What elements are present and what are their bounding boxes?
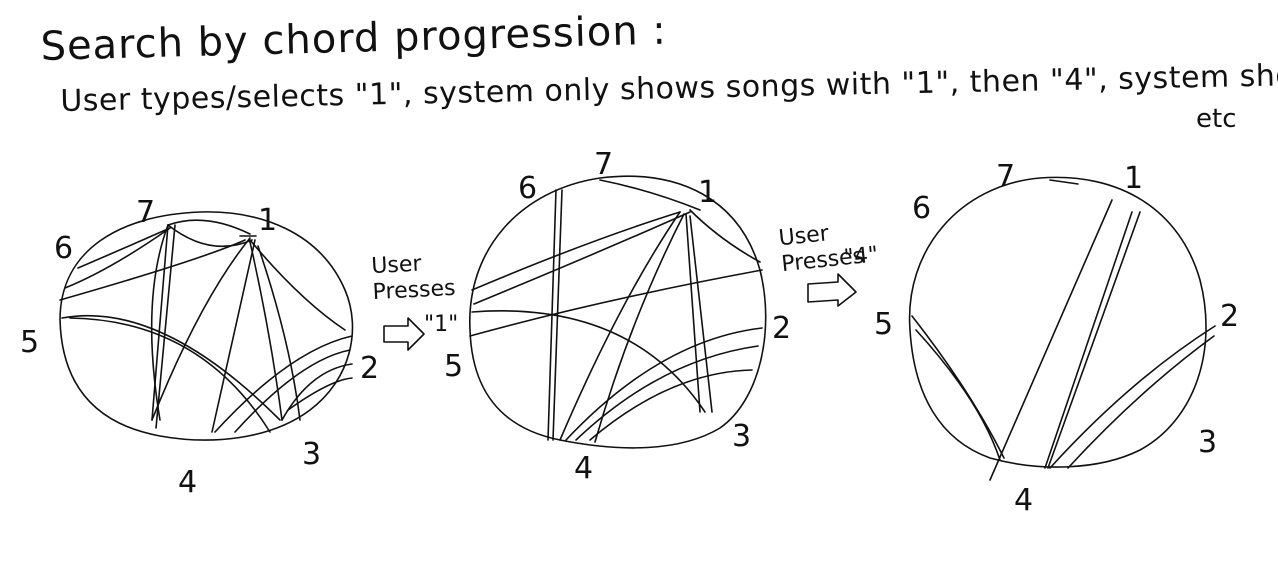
wheel-1-label-2: 2 — [360, 351, 379, 386]
wheel-2-chord — [565, 327, 763, 441]
wheel-2-chord — [689, 209, 761, 263]
wheel-2-chord — [471, 211, 681, 291]
wheel-2-chord — [471, 310, 706, 413]
wheel-2-chord — [594, 213, 685, 443]
wheel-1-label-7: 7 — [136, 195, 155, 230]
wheel-1-chord — [59, 239, 246, 301]
wheel-2-chord — [469, 269, 763, 337]
wheel-2-label-2: 2 — [772, 311, 791, 346]
description-etc: etc — [1196, 104, 1237, 134]
wheel-1-chord — [249, 239, 346, 331]
wheel-3-label-3: 3 — [1198, 425, 1217, 460]
wheel-1-chord — [167, 219, 251, 235]
wheel-1-chord — [64, 227, 171, 289]
wheel-1-chord — [287, 377, 353, 411]
wheel-2-label-1: 1 — [698, 175, 717, 210]
wheel-2-label-7: 7 — [594, 147, 613, 182]
wheel-2-chord — [559, 211, 681, 441]
wheel-1-chord — [249, 241, 283, 421]
wheel-2-label-6: 6 — [518, 171, 537, 206]
wheel-1-chord — [77, 227, 171, 269]
wheel-3-chord — [1044, 211, 1133, 469]
all-chords-wheel: 1 2 3 4 5 6 7 — [20, 195, 379, 500]
after-1-wheel: 1 2 3 4 5 6 7 — [444, 147, 791, 486]
wheel-3-chord — [989, 199, 1113, 481]
wheel-1-chord — [61, 314, 281, 421]
wheel-3-chord — [1049, 325, 1216, 469]
wheel-3-chord — [1067, 335, 1215, 469]
arrow-2 — [807, 273, 857, 307]
wheel-1-chord — [214, 335, 353, 433]
wheel-3-chord — [915, 329, 1001, 461]
wheel-2-chord — [689, 215, 713, 413]
wheel-1-chord — [150, 224, 169, 421]
wheel-2-chord — [473, 211, 691, 305]
wheel-1-chord — [257, 245, 301, 421]
wheel-3-label-4: 4 — [1014, 483, 1033, 518]
wheel-1-chord — [69, 317, 271, 433]
wheel-1-chord — [151, 237, 251, 421]
wheel-1-label-1: 1 — [258, 203, 277, 238]
wheel-3-chord — [1049, 179, 1079, 185]
wheel-3-label-6: 6 — [912, 191, 931, 226]
arrow-1-shape — [383, 317, 425, 351]
wheel-1-label-4: 4 — [178, 465, 197, 500]
wheel-1-chord — [155, 224, 176, 429]
wheel-1-label-6: 6 — [54, 231, 73, 266]
arrow-2-shape — [807, 273, 857, 307]
wheel-1-outline — [59, 211, 354, 441]
wheel-3-label-7: 7 — [996, 159, 1015, 194]
wheel-1-chord — [211, 239, 256, 433]
wheel-2-outline — [469, 175, 767, 449]
wheel-1-chord — [167, 224, 253, 248]
wheel-3-chord — [911, 315, 1005, 459]
wheel-1-chord — [234, 349, 351, 433]
wheel-1-label-3: 3 — [302, 437, 321, 472]
wheel-2-label-5: 5 — [444, 349, 463, 384]
arrow-1 — [383, 317, 425, 351]
wheel-2-label-3: 3 — [732, 419, 751, 454]
wheel-3-outline — [908, 176, 1207, 468]
wheel-2-chord — [599, 179, 701, 211]
wheel-3-label-2: 2 — [1220, 299, 1239, 334]
wheel-3-chord — [1047, 211, 1141, 469]
after-14-wheel: 1 2 3 4 5 6 7 — [874, 159, 1239, 518]
wheel-2-chord — [589, 369, 753, 441]
wheel-2-chord — [575, 345, 759, 441]
wheel-2-label-4: 4 — [574, 451, 593, 486]
wheel-1-label-5: 5 — [20, 325, 39, 360]
arrow-1-key: "1" — [424, 312, 459, 337]
wheel-3-label-1: 1 — [1124, 161, 1143, 196]
wheel-3-label-5: 5 — [874, 307, 893, 342]
